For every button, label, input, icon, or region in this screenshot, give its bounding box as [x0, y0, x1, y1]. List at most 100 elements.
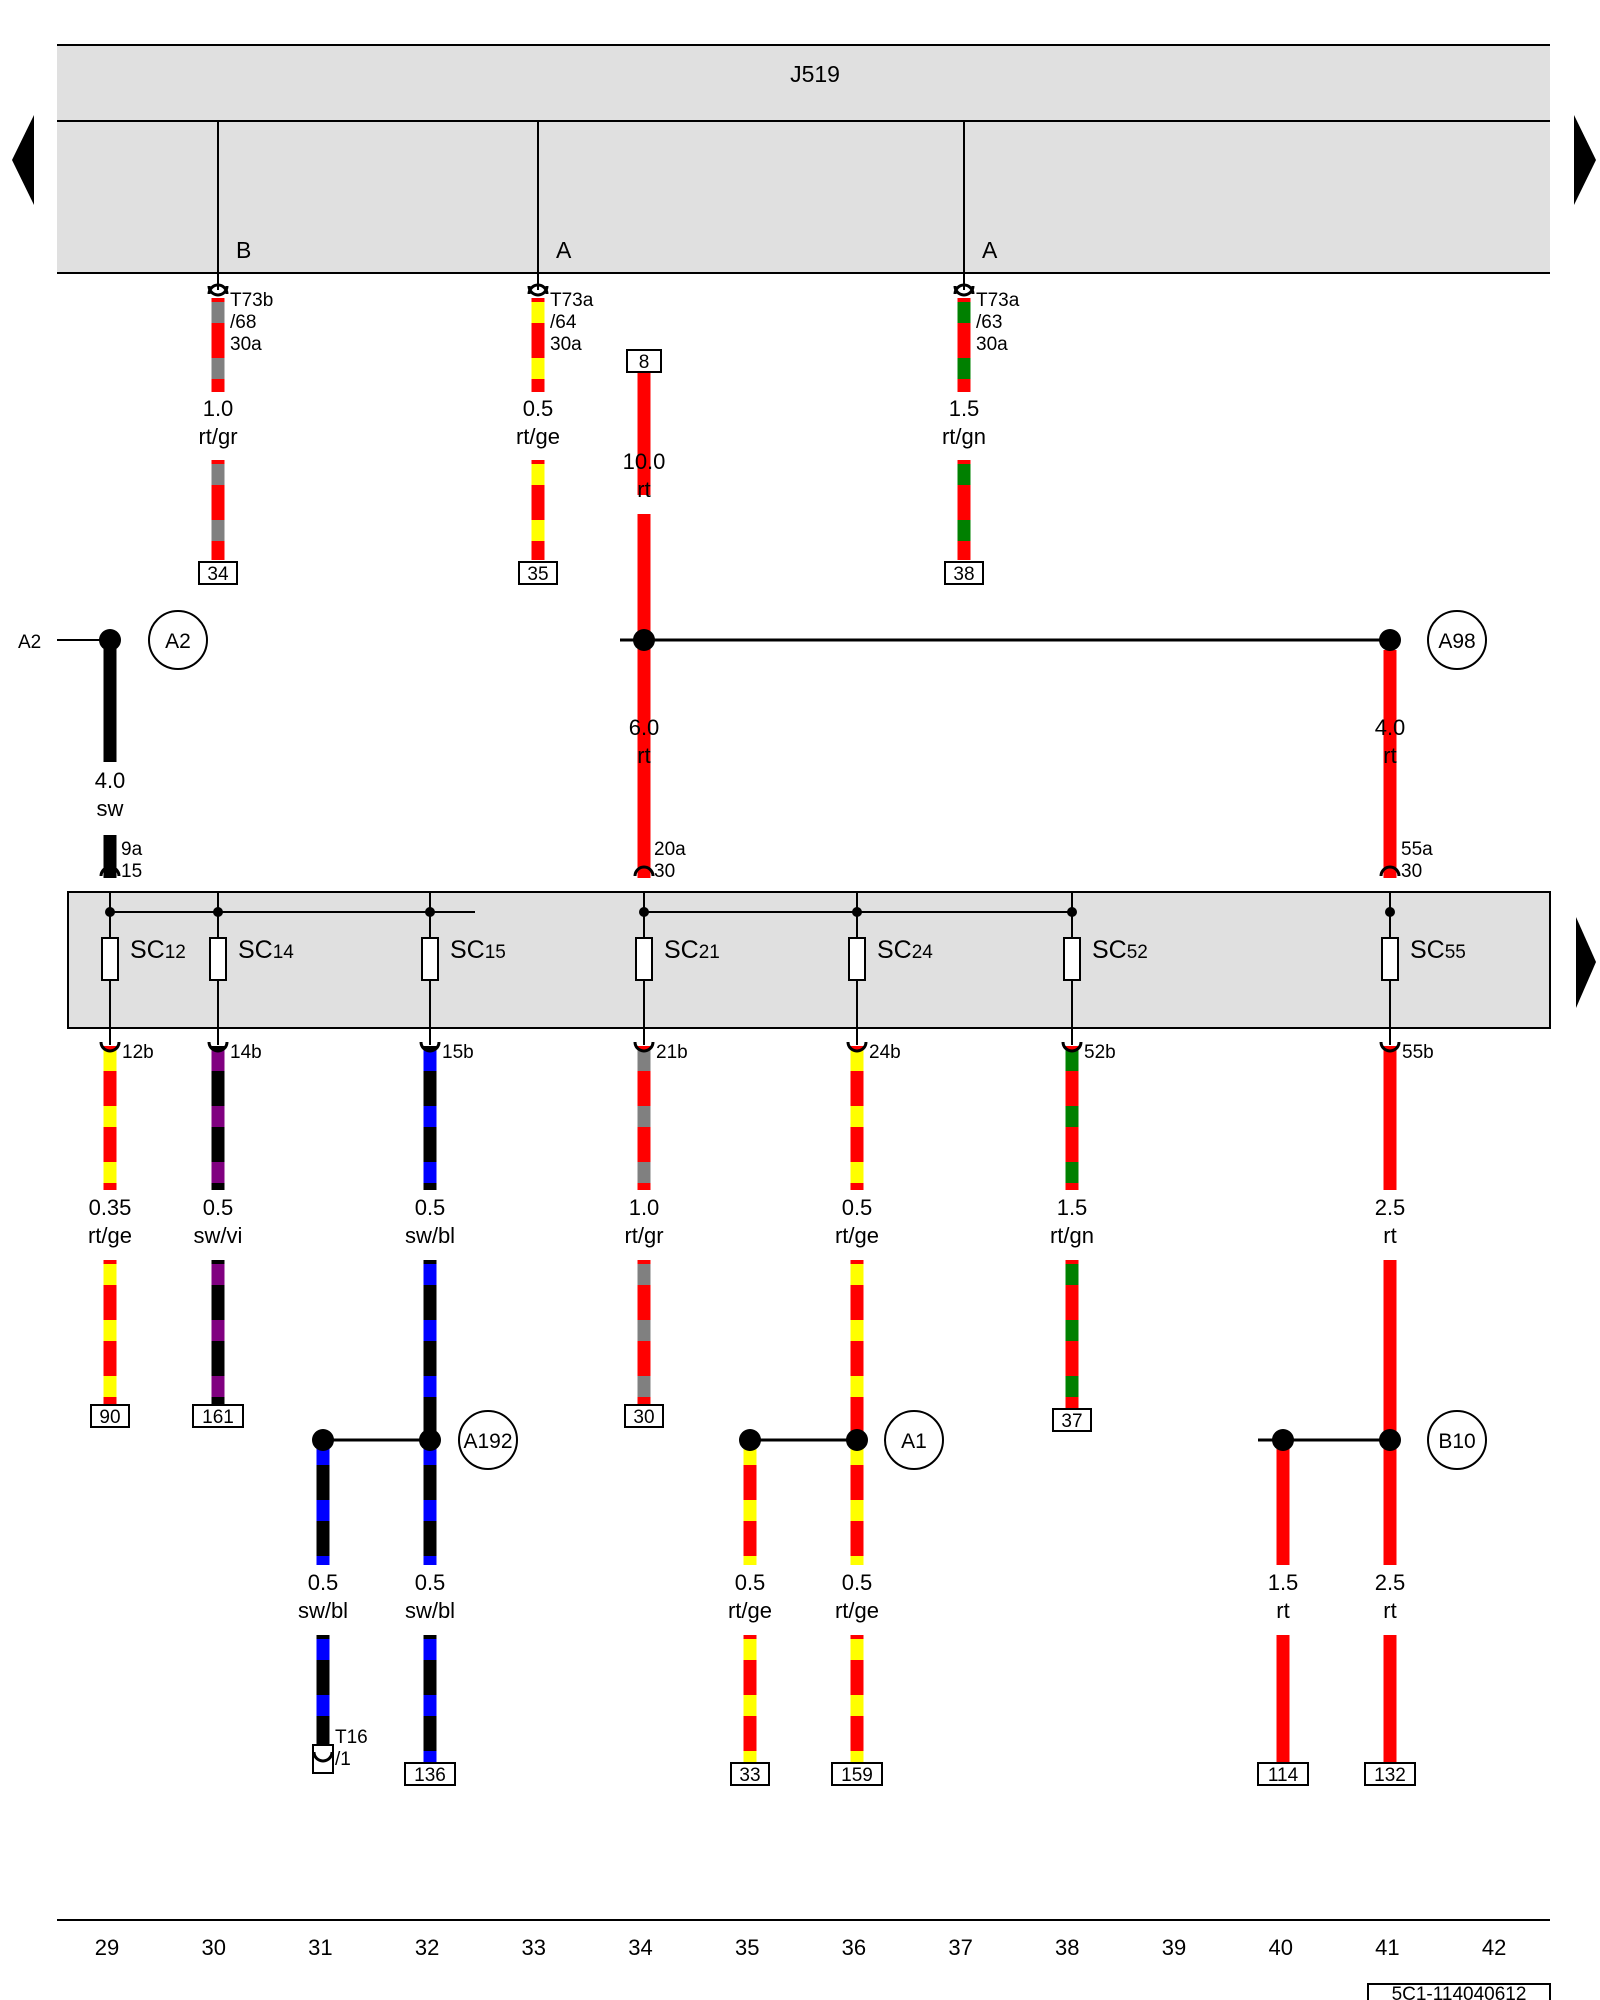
arrow-right-icon[interactable]	[1574, 115, 1596, 205]
wire-output-stripe	[1065, 1050, 1079, 1071]
reference-box[interactable]	[730, 1762, 770, 1786]
wire-output	[1065, 1046, 1079, 1190]
wire-label-branch-size: 0.5	[735, 1570, 766, 1595]
fuse-prefix: SC	[664, 936, 699, 964]
wire-output	[211, 1260, 225, 1405]
wire-output-stripe	[850, 1264, 864, 1285]
wire-output-stripe	[850, 1106, 864, 1127]
reference-box[interactable]	[404, 1762, 456, 1786]
output-pin-id: 14b	[230, 1042, 262, 1063]
splice-node-a2[interactable]	[148, 610, 208, 670]
splice-node-a98[interactable]	[1427, 610, 1487, 670]
wire-label-output-size: 0.5	[415, 1195, 446, 1220]
wire-left-feed-lower	[103, 835, 117, 878]
pin-group-label: A	[982, 237, 998, 263]
splice-node-a192[interactable]	[458, 1410, 518, 1470]
wire-branch-core	[1383, 1635, 1397, 1765]
splice-node-a1[interactable]	[884, 1410, 944, 1470]
fuse-icon[interactable]	[848, 937, 866, 981]
reference-box[interactable]	[624, 1404, 664, 1428]
wire-label-branch-size: 0.5	[415, 1570, 446, 1595]
wire-output-core	[423, 1260, 437, 1440]
wire-label-output-color: sw/vi	[194, 1223, 243, 1248]
wire-label-feed-color: rt	[637, 477, 650, 502]
wire-label-color: rt/gn	[942, 424, 986, 449]
splice-dot	[1379, 629, 1401, 651]
wire-segment-stripe	[211, 358, 225, 379]
reference-box[interactable]	[1364, 1762, 1416, 1786]
fuse-prefix: SC	[450, 936, 485, 964]
wire-output-stripe	[637, 1320, 651, 1341]
reference-box[interactable]	[831, 1762, 883, 1786]
wire-label-branch-color: sw/bl	[405, 1598, 455, 1623]
arrow-left-icon[interactable]	[12, 115, 34, 205]
wire-branch	[1276, 1635, 1290, 1765]
wire-left-feed-core	[103, 640, 117, 762]
fuse-box	[67, 891, 1551, 1029]
track-number: 32	[415, 1935, 439, 1960]
wire-output-stripe	[637, 1162, 651, 1183]
wire-output-stripe	[211, 1376, 225, 1397]
wire-label-branch-size: 0.5	[842, 1570, 873, 1595]
wire-output-stripe	[637, 1376, 651, 1397]
fuse-label: SC12	[130, 936, 186, 964]
wire-label-color: rt/gr	[198, 424, 237, 449]
reference-box[interactable]	[198, 561, 238, 585]
wire-label-right-size: 4.0	[1375, 715, 1406, 740]
reference-box[interactable]	[518, 561, 558, 585]
wire-segment-stripe	[211, 520, 225, 541]
wire-segment-stripe	[531, 464, 545, 485]
wire-label-branch-color: rt/ge	[835, 1598, 879, 1623]
reference-box[interactable]	[90, 1404, 130, 1428]
wire-output-stripe	[850, 1162, 864, 1183]
doc-id-box	[1367, 1983, 1551, 2000]
fuse-number: 21	[699, 942, 720, 963]
fuse-number: 15	[485, 942, 506, 963]
wire-branch-core	[1276, 1635, 1290, 1765]
wire-segment-stripe	[957, 358, 971, 379]
wire-output-stripe	[1065, 1376, 1079, 1397]
connector-t16-icon[interactable]	[312, 1744, 334, 1774]
fuse-icon[interactable]	[209, 937, 227, 981]
wire-output-stripe	[423, 1320, 437, 1341]
doc-id: 5C1-114040612	[1392, 1984, 1527, 2000]
wire-feed-lower	[637, 514, 651, 878]
reference-box[interactable]	[1257, 1762, 1309, 1786]
fuse-icon[interactable]	[101, 937, 119, 981]
wire-output-stripe	[423, 1162, 437, 1183]
wire-output	[850, 1046, 864, 1190]
wire-branch-stripe	[423, 1556, 437, 1565]
wire-branch-stripe	[850, 1751, 864, 1765]
fuse-label: SC14	[238, 936, 294, 964]
fuse-prefix: SC	[238, 936, 273, 964]
fuse-icon[interactable]	[635, 937, 653, 981]
connector-t16-label: T16/1	[335, 1727, 368, 1770]
wire-branch-stripe	[743, 1556, 757, 1565]
reference-box[interactable]	[192, 1404, 244, 1428]
wire-output	[1383, 1260, 1397, 1440]
wire-label-output-color: sw/bl	[405, 1223, 455, 1248]
fuse-icon[interactable]	[1063, 937, 1081, 981]
reference-box[interactable]	[1052, 1408, 1092, 1432]
connector-icon	[1061, 1041, 1083, 1053]
wire-branch	[1383, 1440, 1397, 1565]
fuse-icon[interactable]	[1381, 937, 1399, 981]
arrow-right-icon[interactable]	[1576, 917, 1596, 1008]
wire-output-stripe	[211, 1320, 225, 1341]
wire-segment-stripe	[957, 520, 971, 541]
reference-box-feed[interactable]	[626, 349, 662, 373]
wire-branch-stripe	[743, 1695, 757, 1716]
splice-node-b10[interactable]	[1427, 1410, 1487, 1470]
reference-box-label: 136	[414, 1765, 446, 1786]
reference-box[interactable]	[944, 561, 984, 585]
wire-output-stripe	[423, 1376, 437, 1397]
wire-output-stripe	[103, 1264, 117, 1285]
fuse-label: SC24	[877, 936, 933, 964]
wire-branch-stripe	[423, 1751, 437, 1765]
wire-output	[103, 1260, 117, 1405]
fuse-icon[interactable]	[421, 937, 439, 981]
wire-branch	[423, 1440, 437, 1565]
